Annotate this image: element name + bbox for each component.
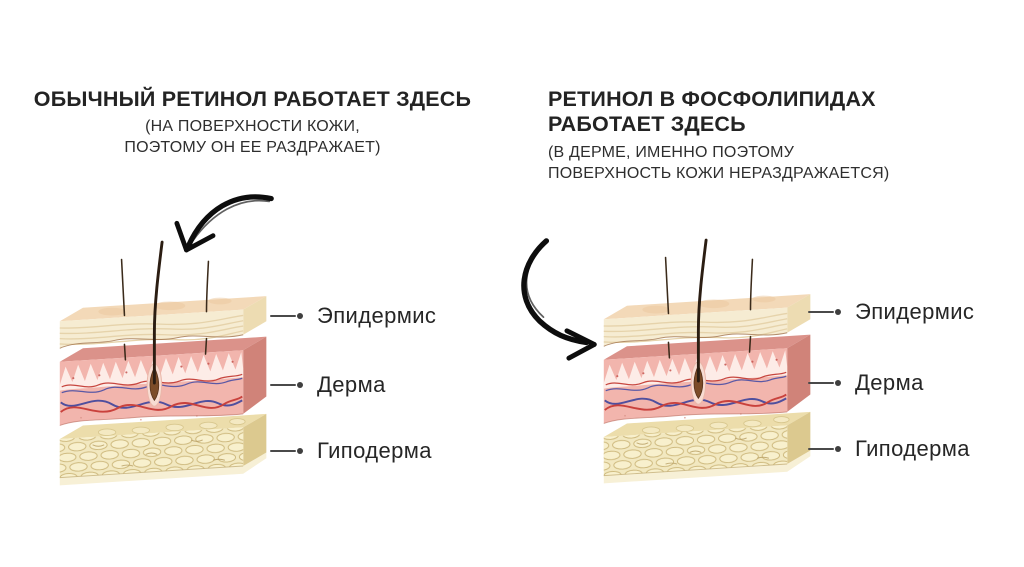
left-subtitle-line-2: ПОЭТОМУ ОН ЕЕ РАЗДРАЖАЕТ) bbox=[124, 138, 381, 156]
connector-line bbox=[270, 450, 296, 452]
left-subtitle-line-1: (НА ПОВЕРХНОСТИ КОЖИ, bbox=[145, 118, 360, 135]
connector-dot bbox=[835, 446, 841, 452]
connector-line bbox=[270, 384, 296, 386]
connector-dot bbox=[297, 448, 303, 454]
connector-dot bbox=[835, 380, 841, 386]
skin-diagram-left bbox=[58, 240, 268, 487]
layer-label-hypodermis: Гиподерма bbox=[855, 436, 970, 461]
layer-label-hypodermis: Гиподерма bbox=[317, 438, 432, 463]
left-label-dermis: Дерма bbox=[270, 372, 386, 398]
right-label-epidermis: Эпидермис bbox=[808, 299, 974, 325]
connector-line bbox=[270, 315, 296, 317]
right-label-dermis: Дерма bbox=[808, 370, 924, 396]
layer-label-epidermis: Эпидермис bbox=[317, 303, 437, 328]
layer-label-dermis: Дерма bbox=[855, 370, 924, 395]
layer-label-epidermis: Эпидермис bbox=[855, 299, 975, 324]
right-panel-title: РЕТИНОЛ В ФОСФОЛИПИДАХ РАБОТАЕТ ЗДЕСЬ bbox=[548, 87, 968, 137]
connector-line bbox=[808, 448, 834, 450]
right-label-hypodermis: Гиподерма bbox=[808, 436, 970, 462]
right-title-line-1: РЕТИНОЛ В ФОСФОЛИПИДАХ bbox=[548, 87, 876, 111]
connector-line bbox=[808, 382, 834, 384]
left-panel-title: ОБЫЧНЫЙ РЕТИНОЛ РАБОТАЕТ ЗДЕСЬ bbox=[33, 87, 472, 111]
layer-label-dermis: Дерма bbox=[317, 372, 386, 397]
connector-line bbox=[808, 311, 834, 313]
skin-diagram-right bbox=[602, 238, 812, 485]
connector-dot bbox=[297, 382, 303, 388]
right-subtitle-line-2: ПОВЕРХНОСТЬ КОЖИ НЕРАЗДРАЖАЕТСЯ) bbox=[548, 164, 890, 182]
left-label-epidermis: Эпидермис bbox=[270, 303, 436, 329]
connector-dot bbox=[297, 313, 303, 319]
left-panel-subtitle: (НА ПОВЕРХНОСТИ КОЖИ, ПОЭТОМУ ОН ЕЕ РАЗД… bbox=[30, 117, 475, 159]
right-title-line-2: РАБОТАЕТ ЗДЕСЬ bbox=[548, 112, 746, 137]
right-subtitle-line-1: (В ДЕРМЕ, ИМЕННО ПОЭТОМУ bbox=[548, 144, 795, 161]
right-panel-subtitle: (В ДЕРМЕ, ИМЕННО ПОЭТОМУ ПОВЕРХНОСТЬ КОЖ… bbox=[548, 143, 978, 185]
connector-dot bbox=[835, 309, 841, 315]
left-label-hypodermis: Гиподерма bbox=[270, 438, 432, 464]
